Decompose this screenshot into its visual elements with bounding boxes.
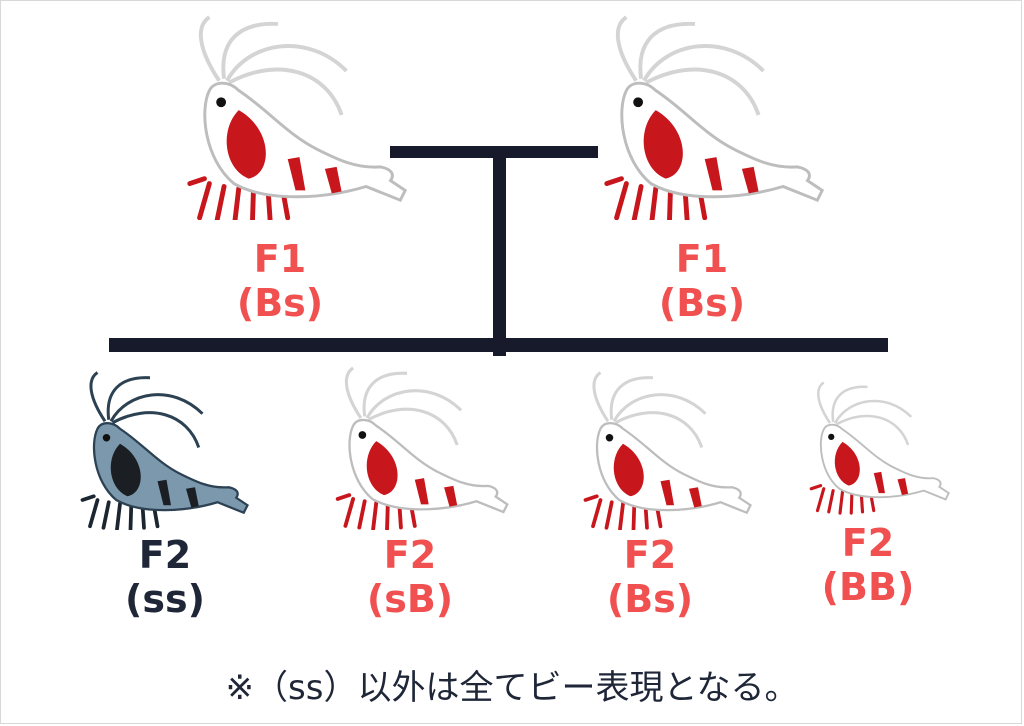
parent-2-genotype: (Bs) [658,280,746,325]
parent-1-genotype: (Bs) [236,280,324,325]
parent-2-label: F1 (Bs) [612,237,792,325]
offspring-1-genotype: (ss) [125,576,205,621]
footnote: ※（ss）以外は全てビー表現となる。 [225,668,799,708]
shrimp-offspring-bb-icon [805,375,955,515]
parent-1-label: F1 (Bs) [190,237,370,325]
offspring-3-label: F2 (Bs) [565,533,735,621]
shrimp-parent-2-icon [597,10,832,220]
offspring-1-gen: F2 [138,533,192,577]
shrimp-offspring-ss-icon [75,365,255,530]
cross-vertical [493,152,506,356]
offspring-2-label: F2 (sB) [325,533,495,621]
offspring-3-gen: F2 [623,533,677,577]
parent-1-gen: F1 [253,237,307,281]
parent-2-gen: F1 [675,237,729,281]
shrimp-parent-1-icon [180,10,415,220]
offspring-1-label: F2 (ss) [80,533,250,621]
offspring-2-gen: F2 [383,533,437,577]
offspring-4-label: F2 (BB) [783,521,953,609]
offspring-2-genotype: (sB) [366,576,454,621]
offspring-4-gen: F2 [841,521,895,565]
offspring-4-genotype: (BB) [821,564,915,609]
shrimp-offspring-bs-icon [578,365,758,530]
shrimp-offspring-sb-icon [330,360,515,530]
offspring-bar [109,338,888,352]
offspring-3-genotype: (Bs) [606,576,694,621]
